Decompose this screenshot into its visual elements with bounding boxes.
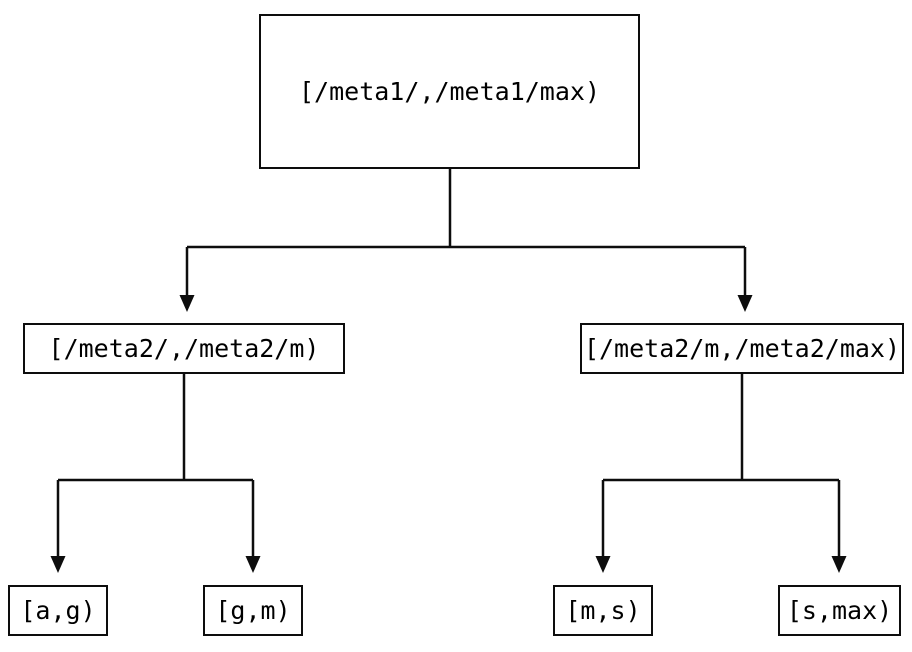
arrowhead-leaf-1 — [50, 556, 66, 573]
tree-node-leaf-ag: [a,g) — [8, 585, 108, 636]
arrowhead-leaf-3 — [595, 556, 611, 573]
tree-node-meta2-left-label: [/meta2/,/meta2/m) — [48, 334, 320, 363]
tree-node-leaf-gm: [g,m) — [203, 585, 303, 636]
arrowhead-left-mid — [179, 295, 195, 312]
tree-node-leaf-smax-label: [s,max) — [786, 596, 893, 625]
tree-node-meta2-left: [/meta2/,/meta2/m) — [23, 323, 345, 374]
tree-node-root-label: [/meta1/,/meta1/max) — [298, 77, 601, 106]
tree-node-meta2-right-label: [/meta2/m,/meta2/max) — [583, 334, 901, 363]
arrowhead-leaf-4 — [831, 556, 847, 573]
tree-node-leaf-ms-label: [m,s) — [565, 596, 641, 625]
tree-node-leaf-ms: [m,s) — [553, 585, 653, 636]
tree-node-leaf-ag-label: [a,g) — [20, 596, 96, 625]
arrowhead-leaf-2 — [245, 556, 261, 573]
tree-node-leaf-smax: [s,max) — [778, 585, 901, 636]
tree-node-leaf-gm-label: [g,m) — [215, 596, 291, 625]
tree-node-meta2-right: [/meta2/m,/meta2/max) — [580, 323, 904, 374]
arrowhead-right-mid — [737, 295, 753, 312]
tree-node-root: [/meta1/,/meta1/max) — [259, 14, 640, 169]
